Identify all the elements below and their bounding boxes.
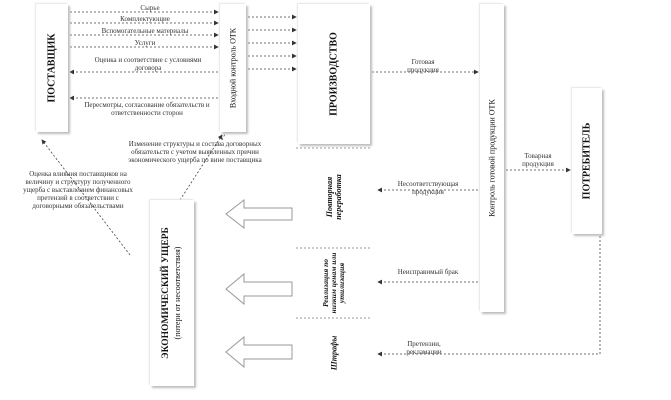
scrap-label: Реализация по низким ценам или утилизаци…	[321, 252, 346, 314]
arrow-loss-supplier	[41, 139, 131, 256]
label-finished: Готовая продукция	[407, 58, 439, 74]
consumer-box: ПОТРЕБИТЕЛЬ	[572, 88, 602, 234]
block-arrow-fines	[225, 335, 293, 369]
consumer-label: ПОТРЕБИТЕЛЬ	[581, 122, 593, 200]
output-control-label: Контроль готовой продукции ОТК	[487, 99, 497, 217]
production-box: ПРОИЗВОДСТВО	[298, 4, 370, 144]
label-supplier-claims: Оценка влияния поставщиков на величину и…	[23, 170, 133, 210]
label-raw: Сырье	[140, 4, 160, 12]
incoming-control-box: Входной контроль ОТК	[220, 4, 246, 132]
label-defect: Неисправимый брак	[397, 268, 459, 276]
label-nonconforming: Несоответствующая продукция	[397, 180, 459, 196]
label-claims: Претензии, рекламации	[406, 340, 442, 356]
economic-loss-subtitle: (потери от несоответствия)	[173, 246, 182, 340]
economic-loss-text: ЭКОНОМИЧЕСКИЙ УЩЕРБ (потери от несоответ…	[161, 227, 183, 359]
arrow-loss-change	[179, 134, 223, 201]
economic-loss-title: ЭКОНОМИЧЕСКИЙ УЩЕРБ	[161, 227, 171, 359]
label-components: Комплектующие	[120, 15, 170, 23]
rework-box: Повторная переработка	[298, 150, 370, 244]
output-control-box: Контроль готовой продукции ОТК	[480, 4, 504, 312]
fines-label: Штрафы	[329, 335, 339, 371]
production-label: ПРОИЗВОДСТВО	[328, 32, 340, 116]
supplier-box: ПОСТАВЩИК	[36, 4, 68, 132]
label-goods: Товарная продукция	[522, 152, 554, 168]
label-assess: Оценка и соответствие с условиями догово…	[94, 56, 202, 72]
economic-loss-box: ЭКОНОМИЧЕСКИЙ УЩЕРБ (потери от несоответ…	[150, 200, 194, 386]
label-services: Услуги	[134, 39, 156, 47]
supplier-label: ПОСТАВЩИК	[46, 33, 58, 103]
label-aux: Вспомогательные материалы	[101, 27, 189, 35]
fines-box: Штрафы	[298, 320, 370, 386]
block-arrow-rework	[225, 198, 293, 230]
incoming-control-label: Входной контроль ОТК	[228, 27, 238, 109]
label-renegotiate: Пересмотры, согласование обязательств и …	[84, 101, 210, 117]
label-change-structure: Изменение структуры и состава договорных…	[128, 140, 262, 164]
scrap-box: Реализация по низким ценам или утилизаци…	[298, 250, 370, 316]
block-arrow-scrap	[225, 272, 293, 306]
arrow-claims	[377, 236, 601, 357]
rework-label: Повторная переработка	[325, 174, 343, 220]
